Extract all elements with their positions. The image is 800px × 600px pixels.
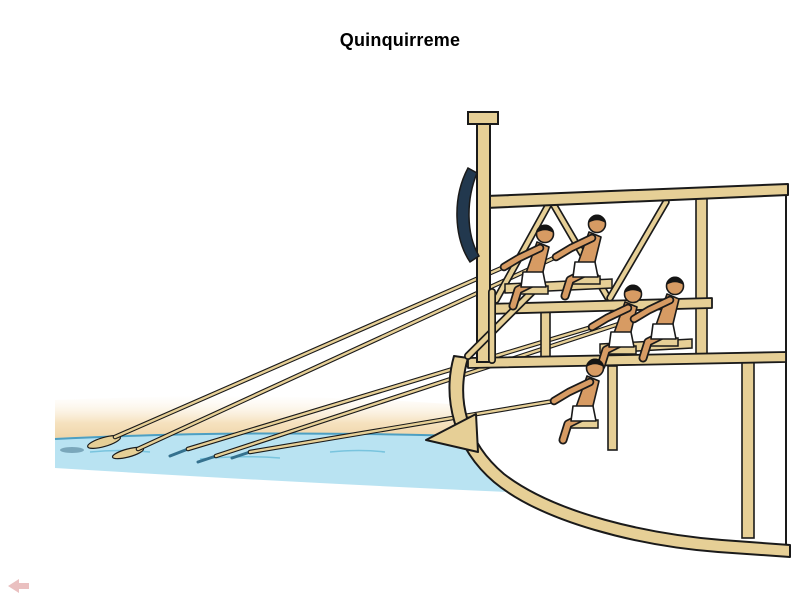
ram (425, 413, 479, 453)
back-arrow-icon[interactable] (8, 579, 29, 593)
outrigger (464, 284, 540, 364)
roof (485, 183, 789, 209)
oar (247, 398, 557, 455)
oars (112, 254, 637, 459)
slide-title: Quinquirreme (339, 30, 461, 50)
oar-blades (87, 435, 252, 464)
lower-deck (467, 351, 787, 369)
oar (185, 324, 595, 452)
steering-blade (456, 166, 481, 264)
oar (112, 264, 507, 440)
trusses (492, 198, 670, 304)
hull-interior (458, 352, 786, 545)
ship-hull (425, 111, 791, 558)
oar (213, 316, 637, 459)
